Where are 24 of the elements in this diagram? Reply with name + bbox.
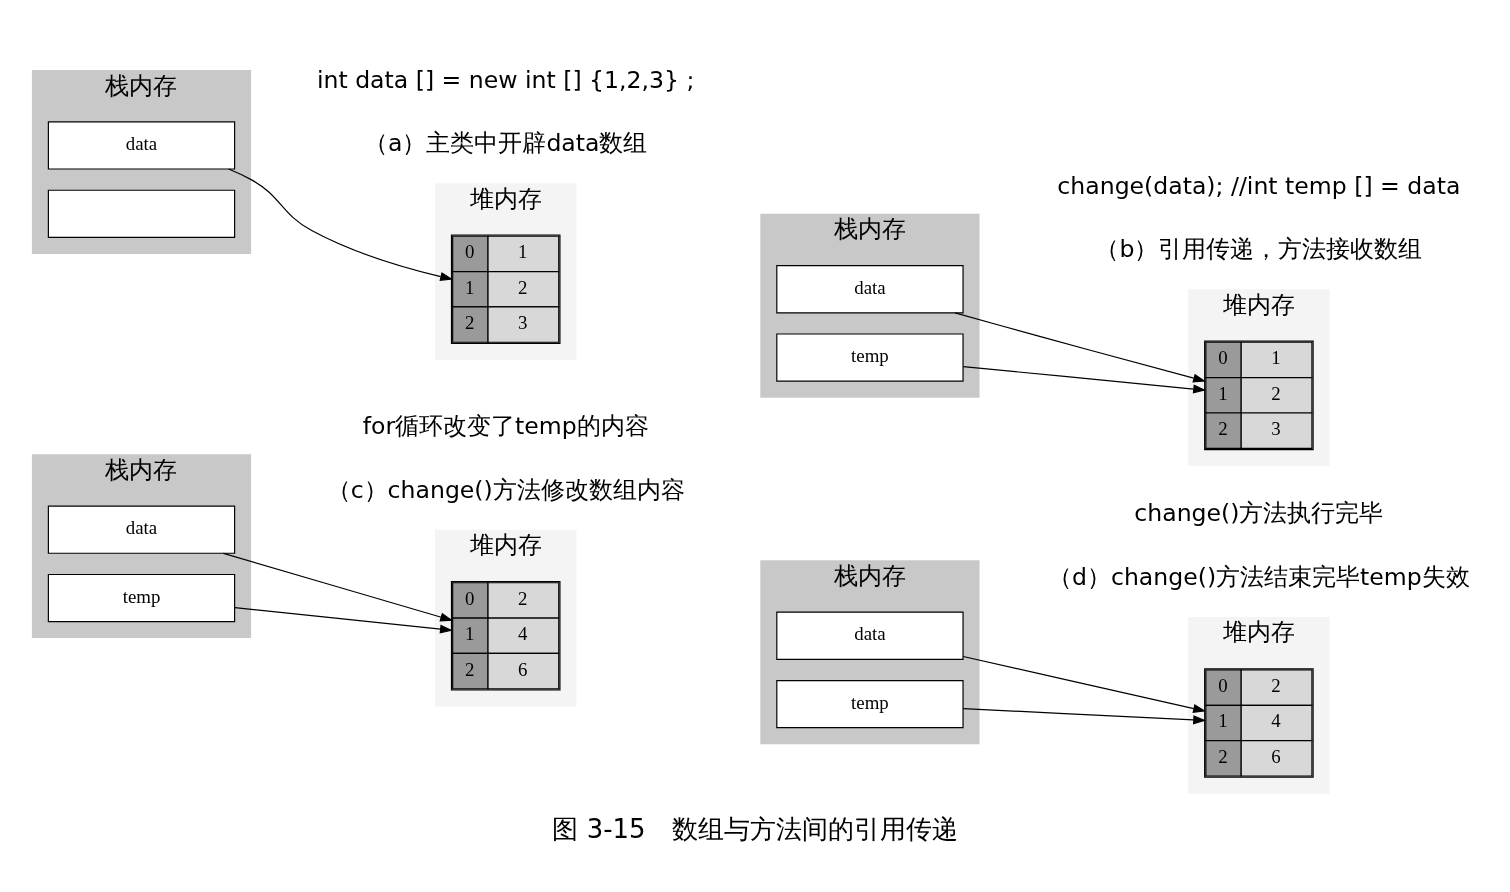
arrow: [234, 607, 453, 634]
arrow: [222, 552, 454, 622]
arrow: [228, 168, 454, 282]
arrow: [962, 366, 1207, 394]
arrow: [962, 708, 1207, 725]
label: （d）change()方法结束完毕temp失效: [1048, 563, 1470, 592]
node-box: temp: [47, 573, 236, 623]
label: change()方法执行完毕: [1134, 499, 1384, 528]
label: change(data); //int temp [] = data: [1057, 171, 1461, 200]
label: int data [] = new int [] {1,2,3} ;: [316, 65, 695, 94]
node-box: [47, 189, 236, 238]
label: （c）change()方法修改数组内容: [326, 475, 685, 504]
caption: 图 3-15 数组与方法间的引用传递: [552, 814, 958, 845]
node-box: temp: [776, 333, 964, 382]
node-box: data: [776, 611, 964, 660]
label: for循环改变了temp的内容: [362, 412, 649, 441]
node-box: data: [47, 121, 236, 170]
arrow: [962, 655, 1207, 713]
node-box: temp: [776, 679, 964, 729]
label: （b）引用传递，方法接收数组: [1095, 235, 1423, 264]
arrow: [954, 312, 1207, 383]
node-box: data: [776, 265, 964, 314]
node-box: data: [47, 505, 236, 554]
label: （a）主类中开辟data数组: [363, 129, 648, 158]
